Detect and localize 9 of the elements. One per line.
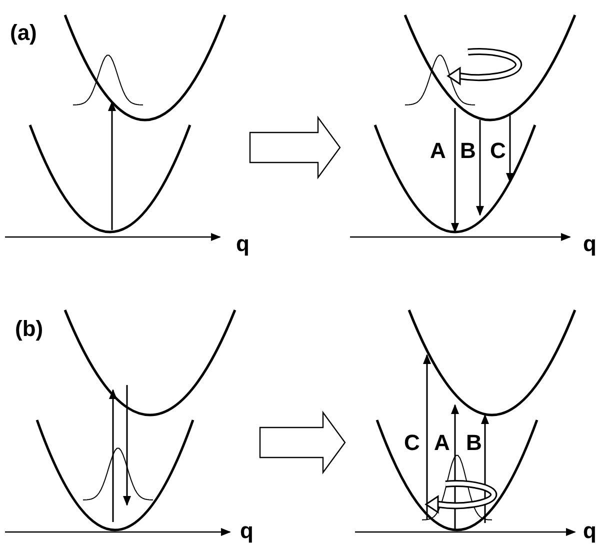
block-arrow [249, 116, 341, 180]
transition-label: C [404, 432, 420, 454]
axis-label: q [583, 233, 596, 255]
axis-label: q [236, 233, 250, 255]
axis-label: q [583, 520, 596, 542]
axis-label: q [240, 520, 254, 542]
transition-label: B [466, 432, 482, 454]
block-arrow [259, 410, 346, 474]
transition-label: A [434, 432, 450, 454]
